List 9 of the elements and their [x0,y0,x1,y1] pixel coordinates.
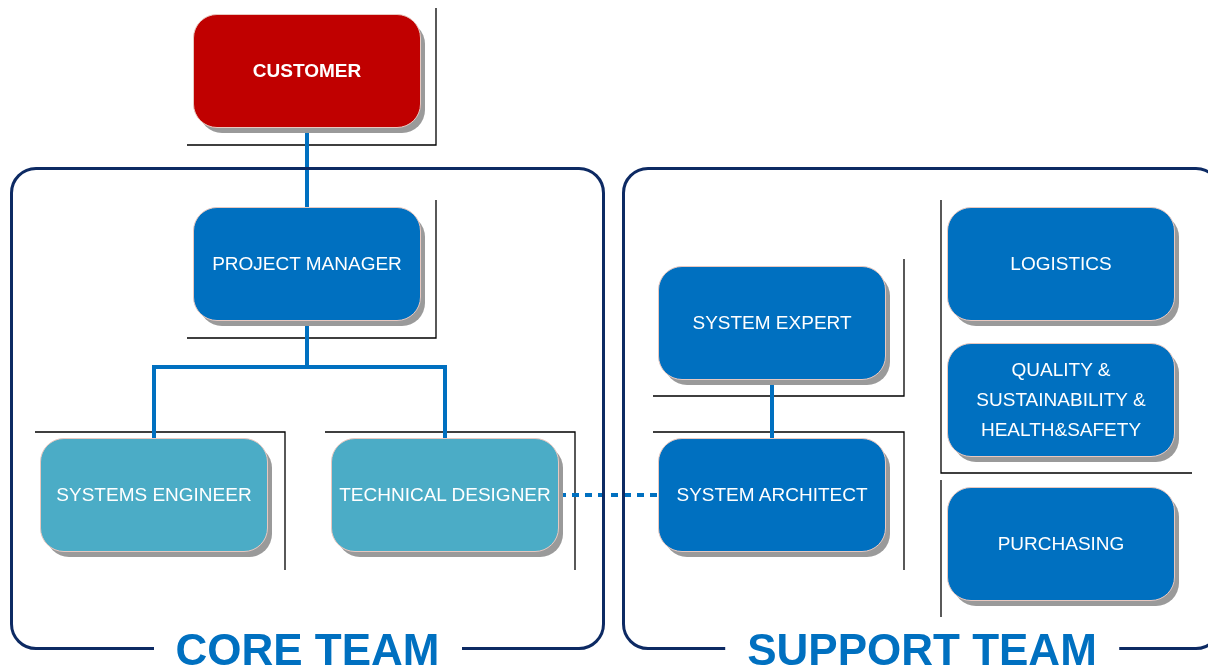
role-label: TECHNICAL DESIGNER [339,483,551,507]
role-label: PROJECT MANAGER [212,252,402,276]
role-label: CUSTOMER [252,59,362,83]
role-label: LOGISTICS [1010,252,1112,276]
role-label: SYSTEM EXPERT [692,311,852,335]
role-label: SYSTEM ARCHITECT [676,483,868,507]
role-label: SYSTEMS ENGINEER [56,483,252,507]
role-label: QUALITY & SUSTAINABILITY & HEALTH&SAFETY [975,358,1147,442]
role-label: PURCHASING [997,532,1125,556]
